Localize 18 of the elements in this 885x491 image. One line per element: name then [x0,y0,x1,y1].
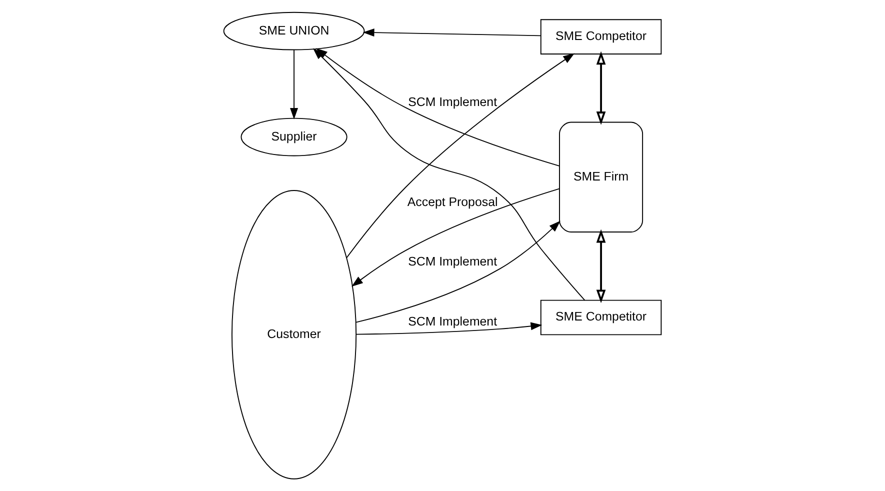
edge-label: SCM Implement [408,94,498,109]
arrow [346,53,575,258]
arrow [290,50,298,120]
edge-label: SCM Implement [408,314,498,329]
node-box: SME Competitor [540,300,662,336]
arrow [596,51,606,125]
arrow [351,188,560,287]
edge-label: Accept Proposal [407,195,498,210]
node-ellipse: Customer [232,190,357,480]
node-box: SME Competitor [540,19,662,54]
arrow [362,28,541,37]
edge-label: SCM Implement [408,254,498,268]
node-ellipse: Supplier [240,118,348,156]
arrow [596,229,606,304]
arrow [356,322,542,335]
node-box: SME Firm [559,122,644,233]
node-ellipse: SME UNION [223,12,365,50]
arrow [356,220,560,323]
